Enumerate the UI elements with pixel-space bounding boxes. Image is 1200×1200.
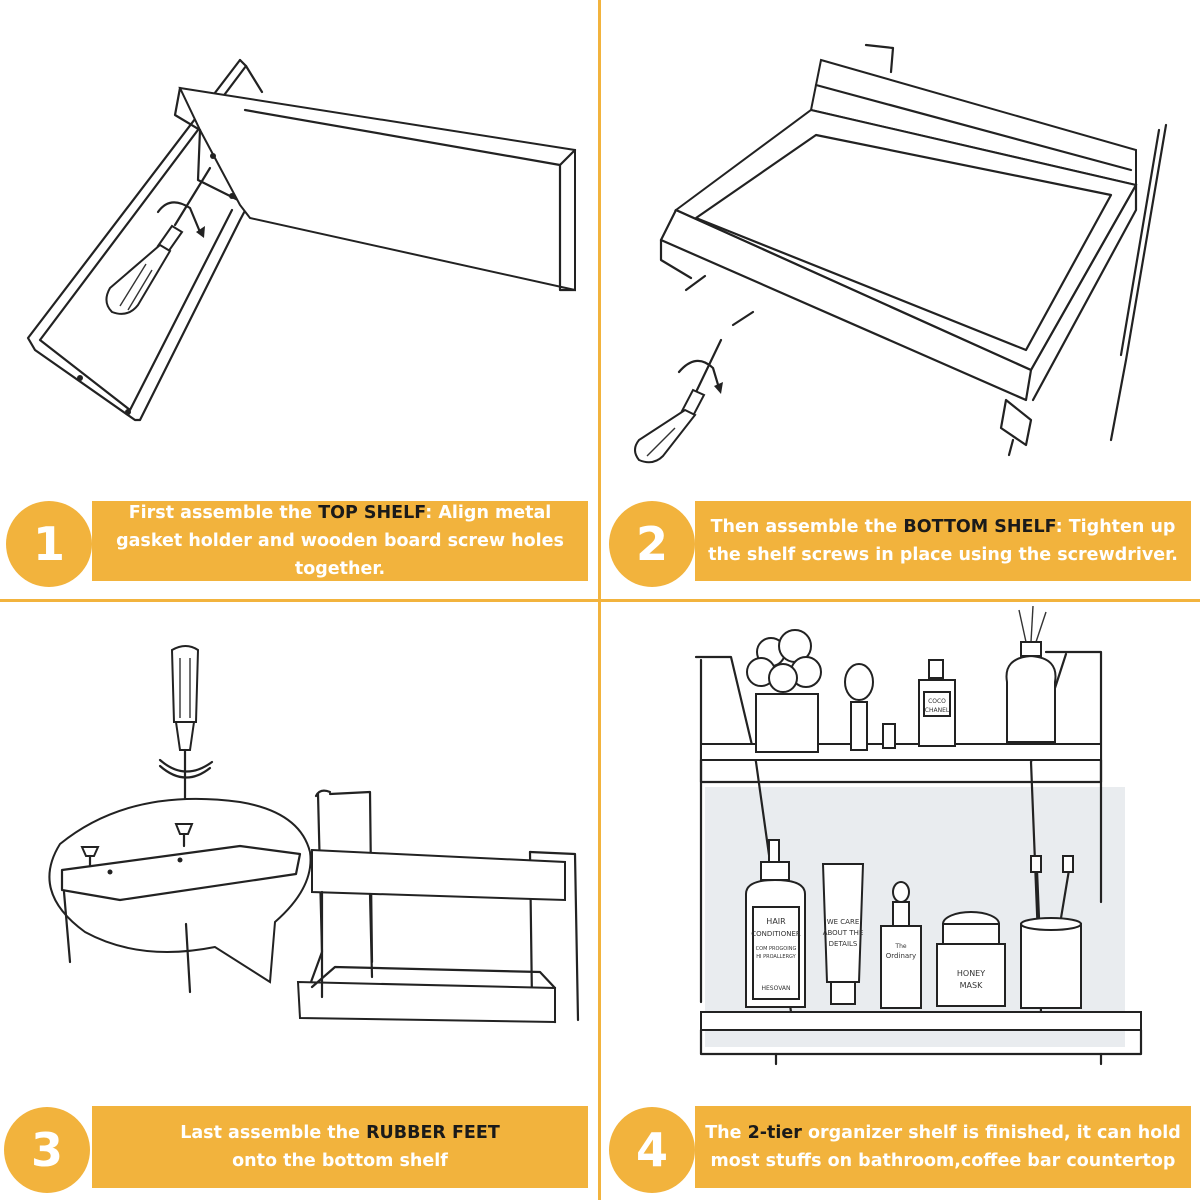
step-number-badge: 3 xyxy=(4,1107,90,1193)
step-4-panel: COCO CHANEL HAIR CONDITIONER COM PROGOIN… xyxy=(601,602,1199,1200)
svg-text:HONEY: HONEY xyxy=(957,969,985,978)
svg-text:HAIR: HAIR xyxy=(766,917,786,926)
step-caption: Then assemble the BOTTOM SHELF: Tighten … xyxy=(695,501,1191,581)
step-1-panel: 1 First assemble the TOP SHELF: Align me… xyxy=(0,0,598,598)
svg-text:MASK: MASK xyxy=(960,981,983,990)
step-number-badge: 4 xyxy=(609,1107,695,1193)
svg-text:Ordinary: Ordinary xyxy=(886,952,916,960)
step-3-panel: 3 Last assemble the RUBBER FEET onto the… xyxy=(0,602,598,1200)
svg-text:DETAILS: DETAILS xyxy=(829,940,858,948)
step-caption: Last assemble the RUBBER FEET onto the b… xyxy=(92,1106,588,1188)
step-caption: First assemble the TOP SHELF: Align meta… xyxy=(92,501,588,581)
step-caption: The 2-tier organizer shelf is finished, … xyxy=(695,1106,1191,1188)
svg-text:HI PROALLERGY: HI PROALLERGY xyxy=(756,954,796,960)
svg-text:ABOUT THE: ABOUT THE xyxy=(823,929,864,937)
step-number-badge: 2 xyxy=(609,501,695,587)
svg-text:CONDITIONER: CONDITIONER xyxy=(751,930,801,938)
svg-text:WE CARE: WE CARE xyxy=(827,918,860,926)
horizontal-divider xyxy=(0,599,1200,602)
svg-text:HESOVAN: HESOVAN xyxy=(761,985,790,992)
step-2-illustration xyxy=(634,43,1168,464)
svg-text:COCO: COCO xyxy=(928,698,946,705)
step-4-illustration: COCO CHANEL HAIR CONDITIONER COM PROGOIN… xyxy=(694,605,1143,1066)
svg-text:CHANEL: CHANEL xyxy=(925,707,950,714)
step-1-illustration xyxy=(26,58,577,422)
svg-text:The: The xyxy=(894,943,906,950)
step-number-badge: 1 xyxy=(6,501,92,587)
svg-text:COM PROGOING: COM PROGOING xyxy=(756,946,797,952)
step-2-panel: 2 Then assemble the BOTTOM SHELF: Tighte… xyxy=(601,0,1199,598)
step-3-illustration xyxy=(48,645,580,1024)
